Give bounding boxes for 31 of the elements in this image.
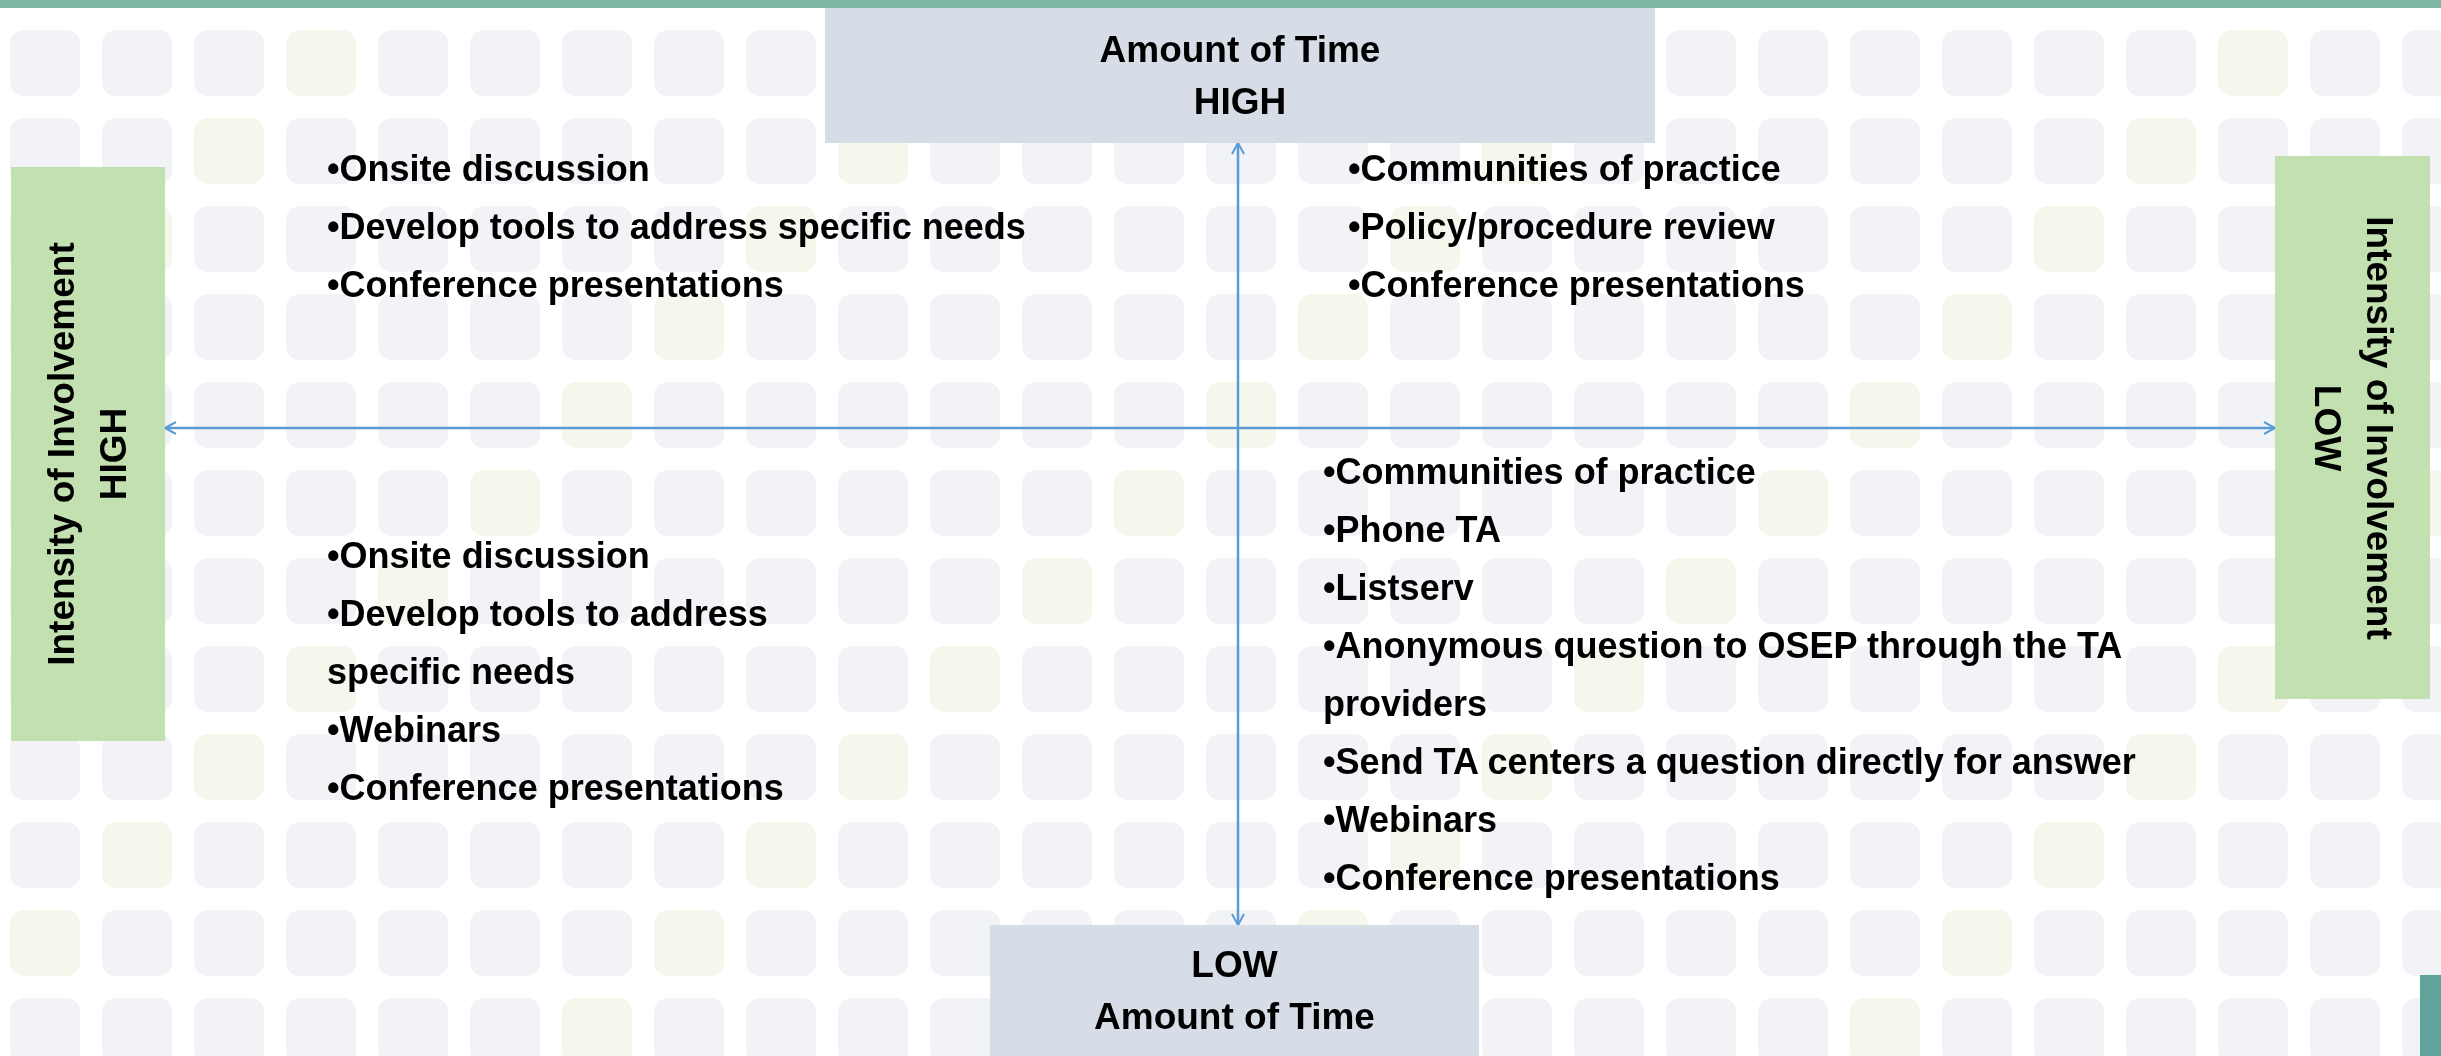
axis-label-box (2275, 156, 2430, 699)
bullet-item: •Webinars (327, 708, 502, 752)
bullet-item: •Conference presentations (327, 766, 785, 810)
bullet-item: •Develop tools to address specific needs (327, 205, 1027, 249)
bullet-item: •Listserv (1323, 566, 1475, 610)
axis-label: Intensity of Involvement (40, 242, 83, 666)
axis-label-box (990, 925, 1479, 1056)
axis-label: Intensity of Involvement (2357, 215, 2401, 640)
axis-label: Amount of Time (1099, 27, 1381, 72)
axis-label: HIGH (92, 407, 135, 501)
bullet-item: •Communities of practice (1323, 450, 1757, 494)
bullet-item: •Onsite discussion (327, 147, 651, 191)
double-headed-arrow (1231, 142, 1245, 926)
axis-label: LOW (1191, 942, 1278, 987)
bullet-item: •Conference presentations (327, 263, 785, 307)
bullet-item: •Develop tools to address specific needs (327, 592, 769, 694)
axis-label: LOW (2305, 384, 2349, 471)
bullet-item: •Send TA centers a question directly for answer (1323, 740, 2137, 784)
double-headed-arrow (164, 421, 2276, 435)
bullet-item: •Onsite discussion (327, 534, 651, 578)
axis-label: Amount of Time (1094, 994, 1375, 1039)
axis-label: HIGH (1193, 79, 1287, 124)
bullet-item: •Phone TA (1323, 508, 1502, 552)
axis-label-box (11, 167, 165, 741)
bullet-item: •Conference presentations (1323, 856, 1781, 900)
bullet-item: •Anonymous question to OSEP through the TA providers (1323, 624, 2122, 726)
bullet-item: •Webinars (1323, 798, 1498, 842)
bullet-item: •Communities of practice (1348, 147, 1782, 191)
bullet-item: •Policy/procedure review (1348, 205, 1776, 249)
bullet-item: •Conference presentations (1348, 263, 1806, 307)
axis-label-box (825, 8, 1655, 143)
